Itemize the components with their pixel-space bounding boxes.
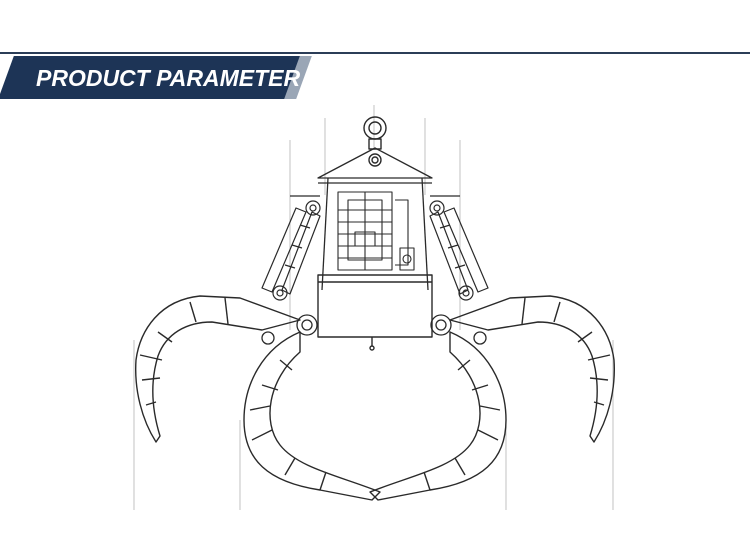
right-outer-tine (449, 295, 616, 443)
header-rule (0, 52, 750, 54)
construction-lines (133, 105, 614, 510)
page-title: PRODUCT PARAMETER (36, 65, 301, 91)
lifting-eye (363, 116, 387, 167)
left-inner-tine (243, 331, 381, 501)
left-outer-tine (134, 295, 301, 443)
oil-tank (317, 274, 433, 351)
hinge-pins (261, 314, 487, 345)
grab-technical-drawing (133, 105, 616, 510)
motor (337, 191, 415, 271)
top-hanger (317, 147, 433, 291)
right-inner-tine (369, 331, 507, 501)
right-cylinders (429, 195, 489, 301)
left-cylinders (261, 195, 321, 301)
